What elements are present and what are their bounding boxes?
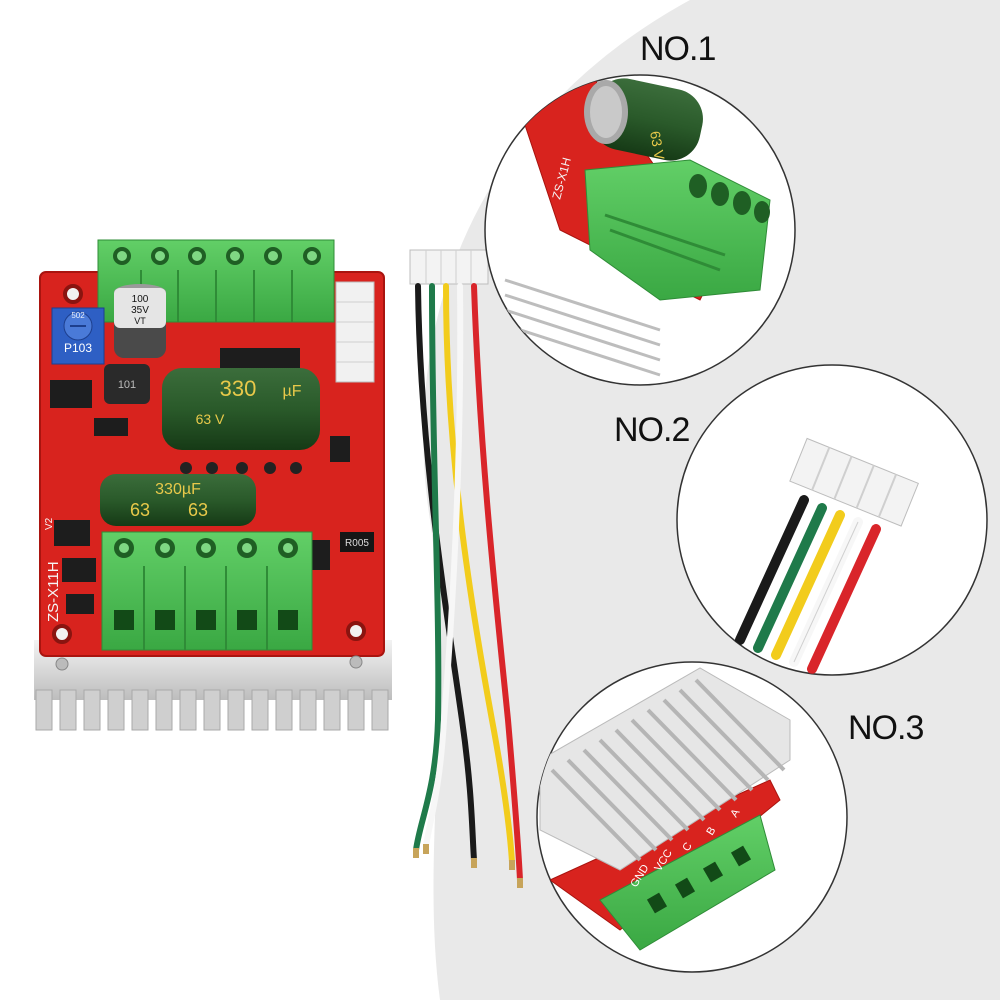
shunt-label: R005 — [345, 538, 369, 549]
large-capacitor-1: 330 µF 63 V — [162, 368, 320, 450]
label-no1: NO.1 — [640, 30, 716, 68]
ic-chip — [50, 380, 92, 408]
motor-controller-board: P103 502 100 35V VT 101 330 µF 63 V 330µ — [34, 239, 392, 731]
small-cap-value: 100 — [132, 294, 149, 305]
detail-circle-no2 — [676, 364, 988, 676]
shunt-resistor — [340, 532, 374, 552]
detail2-wire-yellow — [771, 510, 845, 660]
detail2-wire-red — [807, 524, 881, 674]
big-cap-voltage-2: 63 — [130, 500, 150, 520]
wire-black — [415, 283, 477, 863]
wire-yellow — [443, 283, 515, 865]
detail-circle-no1: 63 V ZS-X1H — [484, 74, 796, 386]
cable-connector — [409, 249, 489, 285]
board-version-text: V2 — [44, 517, 55, 530]
label-no3: NO.3 — [848, 709, 924, 747]
wire-red — [471, 283, 523, 883]
mosfets — [54, 436, 350, 614]
wire-harness — [409, 249, 523, 888]
detail1-cap-text: 63 V — [647, 130, 668, 162]
inductor-label: 101 — [118, 379, 136, 391]
small-cap-series: VT — [134, 316, 146, 326]
heatsink — [34, 640, 392, 731]
terminal-block-bottom — [101, 531, 313, 651]
header-connector — [335, 281, 375, 383]
detail2-wire-black — [735, 495, 809, 645]
small-cap-voltage: 35V — [131, 305, 149, 316]
pot-label: P103 — [64, 341, 92, 355]
big-cap-value: 330 — [220, 376, 257, 401]
pot-label-2: 502 — [71, 311, 85, 320]
board-model-text: ZS-X11H — [45, 561, 62, 622]
big-cap-voltage-2b: 63 — [188, 500, 208, 520]
label-no2: NO.2 — [614, 411, 690, 449]
wire-white — [423, 283, 464, 849]
detail2-wire-green — [753, 503, 827, 653]
big-cap-value-2: 330µF — [155, 481, 201, 498]
big-cap-voltage: 63 V — [196, 411, 225, 427]
small-capacitor: 100 35V VT — [114, 284, 166, 358]
wire-green — [413, 283, 442, 853]
large-capacitor-2: 330µF 63 63 — [100, 474, 256, 526]
inductor — [104, 364, 150, 404]
detail-circle-no3: GND VCC C B A — [536, 661, 848, 973]
big-cap-unit: µF — [283, 383, 302, 400]
